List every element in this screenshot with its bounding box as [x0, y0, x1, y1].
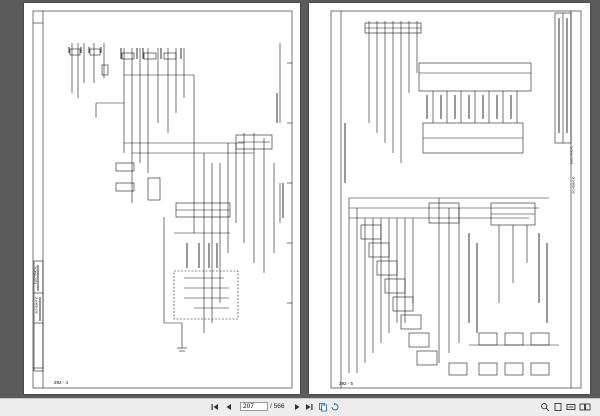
rotate-icon[interactable]: [330, 402, 340, 412]
fit-width-icon[interactable]: [566, 402, 576, 412]
previous-page-icon[interactable]: [224, 402, 234, 412]
schematic-page-right: 292 - 5 ELECTRICAL SCHEMATIC: [309, 3, 590, 394]
title-block-line-1: ELECTRICAL: [33, 265, 38, 285]
first-page-icon[interactable]: [210, 402, 220, 412]
section-label-left: 292 - 4: [54, 380, 69, 385]
next-page-icon[interactable]: [292, 402, 302, 412]
title-block-line-1-right: ELECTRICAL: [569, 145, 574, 165]
copy-icon[interactable]: [318, 402, 328, 412]
schematic-page-left: 292 - 4 ELECTRICAL SCHEMATIC: [24, 3, 300, 394]
title-block-line-2: SCHEMATIC: [34, 296, 39, 314]
section-label-right: 292 - 5: [339, 381, 354, 386]
schematic-drawing-left: [32, 10, 293, 389]
fit-page-icon[interactable]: [553, 402, 563, 412]
viewer-toolbar: / 566: [0, 398, 600, 416]
title-block-line-2-right: SCHEMATIC: [571, 176, 576, 194]
document-viewer[interactable]: 292 - 4 ELECTRICAL SCHEMATIC: [0, 0, 600, 398]
page-total: / 566: [270, 403, 285, 410]
last-page-icon[interactable]: [304, 402, 314, 412]
page-number-input[interactable]: [240, 402, 268, 411]
zoom-icon[interactable]: [540, 402, 550, 412]
schematic-drawing-right: [330, 10, 582, 389]
dual-page-icon[interactable]: [579, 402, 591, 412]
